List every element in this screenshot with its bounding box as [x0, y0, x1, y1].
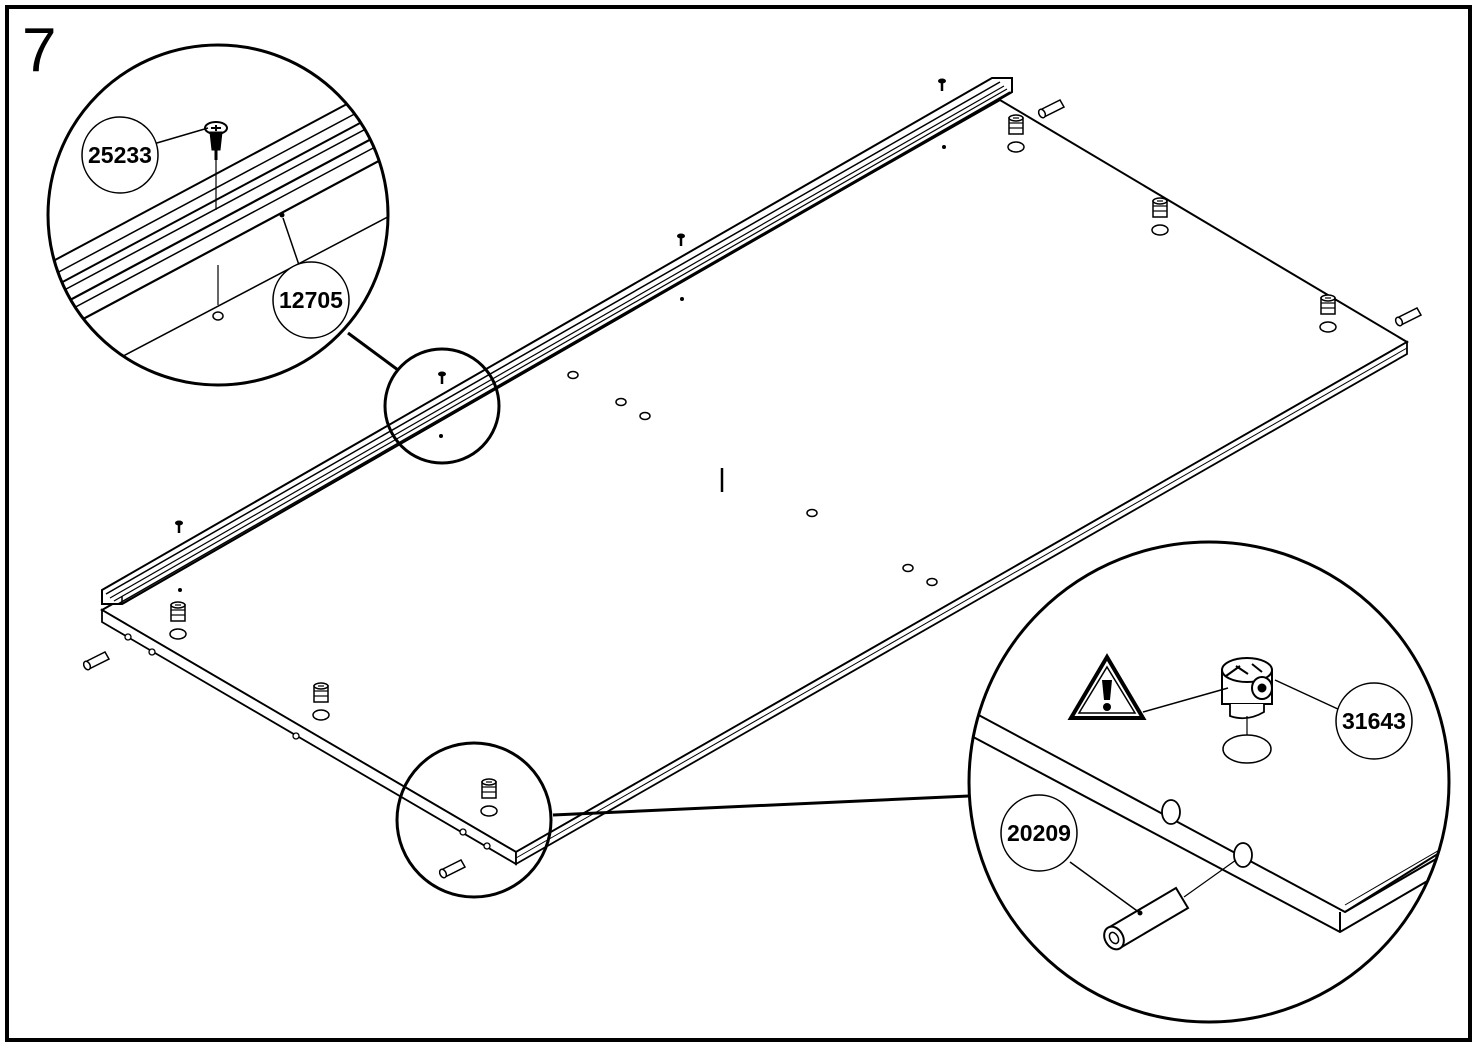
- cam-lock-2: [312, 682, 330, 721]
- dowel-4: [1393, 307, 1422, 328]
- top-rail: [101, 77, 1013, 605]
- detail-connector-top: [347, 331, 399, 372]
- cam-lock-3: [480, 778, 498, 817]
- edge-holes: [124, 633, 491, 850]
- cam-lock-1: [169, 601, 187, 640]
- cam-lock-5: [1151, 197, 1169, 236]
- pilot-holes: [178, 145, 946, 592]
- main-panel: [99, 98, 1409, 866]
- dowel-1: [81, 651, 110, 672]
- warning-triangle-icon: [1067, 653, 1147, 720]
- callout-25233-bubble: [81, 116, 159, 194]
- cam-lock-6: [1319, 294, 1337, 333]
- detail-bottom-zoom: 31643 20209: [967, 540, 1451, 1024]
- callout-20209-bubble: [1000, 794, 1078, 872]
- dowel-2: [437, 859, 466, 880]
- panel-holes: [567, 370, 938, 587]
- callout-12705-bubble: [272, 261, 350, 339]
- step-number: 7: [22, 16, 57, 85]
- callout-20209-label: 20209: [1007, 820, 1071, 846]
- page-frame: [5, 5, 1472, 1042]
- callout-31643-label: 31643: [1342, 708, 1406, 734]
- detail-connector-bottom: [552, 794, 970, 817]
- detail-ref-circle-top: [383, 347, 501, 465]
- dowel-3: [1036, 99, 1065, 120]
- detail-top-zoom: 25233 12705: [46, 43, 390, 387]
- rail-screw-3: [675, 232, 687, 248]
- rail-screw-4: [936, 77, 948, 93]
- rail-screw-2: [436, 370, 448, 386]
- callout-25233-label: 25233: [88, 142, 152, 168]
- callout-31643-bubble: [1335, 682, 1413, 760]
- cam-lock-4: [1007, 114, 1025, 153]
- callout-12705-label: 12705: [279, 287, 343, 313]
- detail-ref-circle-bottom: [395, 741, 553, 899]
- rail-screw-1: [173, 519, 185, 535]
